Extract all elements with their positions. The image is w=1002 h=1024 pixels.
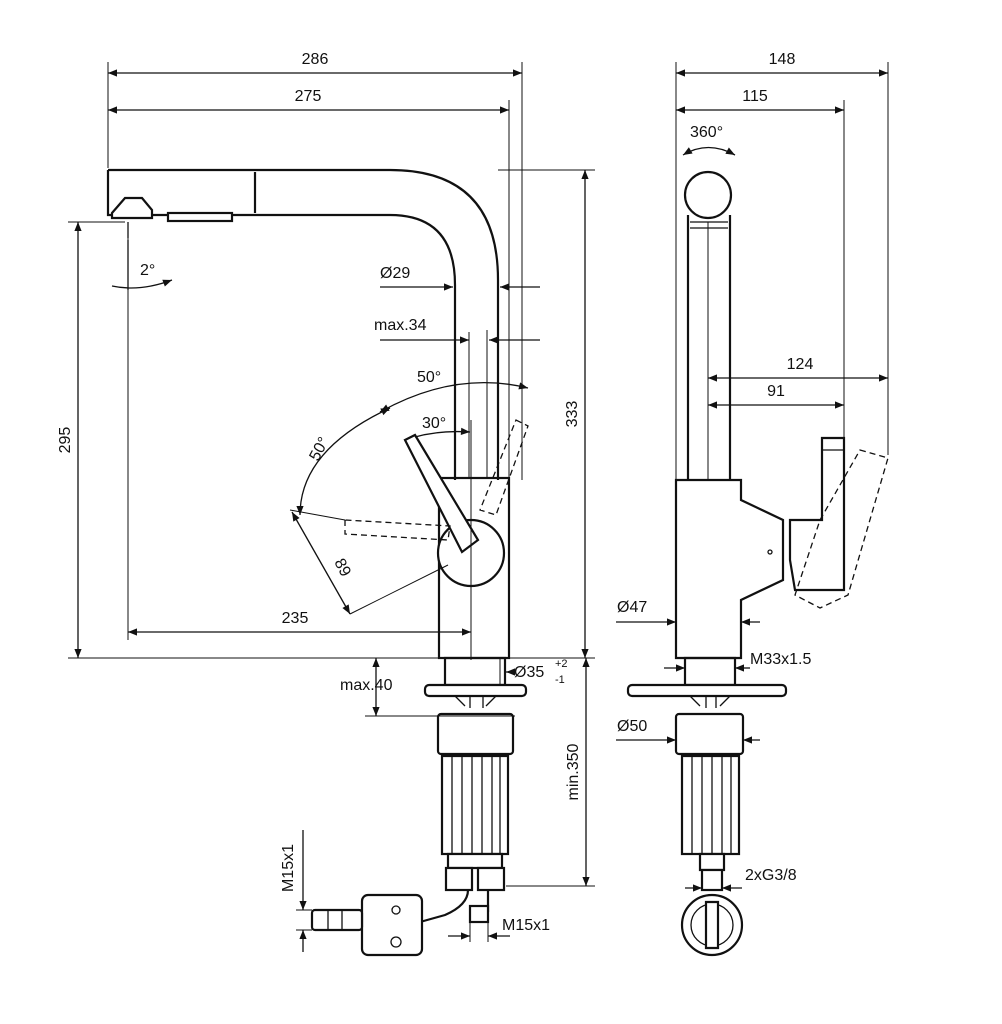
dim-min350: min.350	[565, 743, 582, 800]
lever	[403, 433, 480, 554]
mixer-block	[360, 893, 424, 957]
dim-m15-vertical: M15x1	[280, 844, 297, 892]
dim-dia50: Ø50	[617, 718, 647, 735]
side-view: 360° 148	[616, 51, 889, 957]
dim-286: 286	[302, 51, 329, 68]
dim-m33: M33x1.5	[750, 651, 811, 668]
dim-50-top: 50°	[417, 369, 441, 386]
front-view: 286 275 2° Ø29 max.34 50° 30° 50° 89	[57, 51, 595, 957]
dim-333: 333	[564, 401, 581, 428]
dim-360: 360°	[690, 124, 723, 141]
dim-148: 148	[769, 51, 796, 68]
dim-235: 235	[282, 610, 309, 627]
dim-dia47: Ø47	[617, 599, 647, 616]
dim-dia35: Ø35	[514, 664, 544, 681]
dim-max40: max.40	[340, 677, 393, 694]
dim-115: 115	[742, 88, 768, 105]
dim-124: 124	[787, 356, 814, 373]
dim-89: 89	[330, 556, 353, 580]
dim-2deg: 2°	[140, 262, 155, 279]
side-body	[674, 478, 785, 660]
spout-outline	[106, 168, 500, 480]
base-plate	[423, 683, 528, 698]
dim-295: 295	[57, 427, 74, 454]
dim-dia29: Ø29	[380, 265, 410, 282]
dim-275: 275	[295, 88, 322, 105]
dim-m15-horizontal: M15x1	[502, 917, 550, 934]
threaded-rod	[440, 754, 510, 856]
dim-91: 91	[767, 383, 785, 400]
dim-dia35-tol-minus: -1	[555, 674, 565, 686]
dim-max34: max.34	[374, 317, 427, 334]
dim-50-left: 50°	[307, 435, 333, 464]
dim-g38: 2xG3/8	[745, 867, 797, 884]
dim-30: 30°	[422, 415, 446, 432]
spout-head	[683, 170, 733, 220]
dim-dia35-tol-plus: +2	[555, 658, 568, 670]
